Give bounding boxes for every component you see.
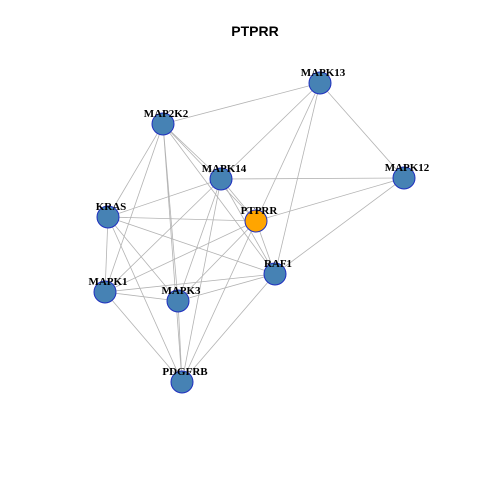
node-ptprr xyxy=(244,209,268,233)
node-label-ptprr: PTPRR xyxy=(241,205,279,217)
edge-mapk12-raf1 xyxy=(274,177,405,275)
edge-map2k2-mapk13 xyxy=(162,82,321,125)
edge-ptprr-pdgfrb xyxy=(181,220,257,383)
edge-mapk14-pdgfrb xyxy=(181,178,222,383)
diagram-title: PTPRR xyxy=(231,23,278,39)
edge-ptprr-mapk1 xyxy=(104,220,257,293)
edge-mapk14-mapk12 xyxy=(220,177,405,180)
node-mapk3 xyxy=(166,289,190,313)
node-kras xyxy=(96,205,120,229)
node-pdgfrb xyxy=(170,370,194,394)
edge-mapk14-mapk3 xyxy=(177,178,222,302)
edge-mapk12-ptprr xyxy=(255,177,405,222)
edge-mapk13-mapk12 xyxy=(319,82,405,179)
node-mapk12 xyxy=(392,166,416,190)
node-label-mapk1: MAPK1 xyxy=(88,276,127,288)
edge-mapk1-mapk3 xyxy=(104,291,179,302)
edge-raf1-mapk1 xyxy=(104,273,276,293)
edge-map2k2-mapk14 xyxy=(162,123,222,180)
node-label-mapk13: MAPK13 xyxy=(301,67,346,79)
node-label-pdgfrb: PDGFRB xyxy=(162,366,208,378)
edge-kras-mapk1 xyxy=(104,216,109,293)
node-layer xyxy=(93,71,416,394)
edge-layer xyxy=(104,82,405,383)
edge-map2k2-kras xyxy=(107,123,164,218)
edge-map2k2-raf1 xyxy=(162,123,276,275)
node-raf1 xyxy=(263,262,287,286)
edge-mapk3-pdgfrb xyxy=(177,300,183,383)
node-label-mapk12: MAPK12 xyxy=(385,162,430,174)
node-mapk14 xyxy=(209,167,233,191)
node-label-mapk14: MAPK14 xyxy=(202,163,247,175)
node-map2k2 xyxy=(151,112,175,136)
node-label-map2k2: MAP2K2 xyxy=(144,108,189,120)
node-label-kras: KRAS xyxy=(96,201,127,213)
edge-map2k2-ptprr xyxy=(162,123,257,222)
edge-mapk1-pdgfrb xyxy=(104,291,183,383)
edge-mapk13-mapk14 xyxy=(220,82,321,180)
edge-kras-mapk3 xyxy=(107,216,179,302)
edge-kras-ptprr xyxy=(107,216,257,222)
node-label-raf1: RAF1 xyxy=(264,258,292,270)
edge-raf1-mapk3 xyxy=(177,273,276,302)
edge-ptprr-mapk3 xyxy=(177,220,257,302)
node-label-mapk3: MAPK3 xyxy=(161,285,201,297)
edge-kras-raf1 xyxy=(107,216,276,275)
edge-kras-pdgfrb xyxy=(107,216,183,383)
node-mapk1 xyxy=(93,280,117,304)
edge-map2k2-pdgfrb xyxy=(162,123,183,383)
edge-raf1-pdgfrb xyxy=(181,273,276,383)
edge-mapk13-ptprr xyxy=(255,82,321,222)
node-mapk13 xyxy=(308,71,332,95)
edge-mapk14-kras xyxy=(107,178,222,218)
